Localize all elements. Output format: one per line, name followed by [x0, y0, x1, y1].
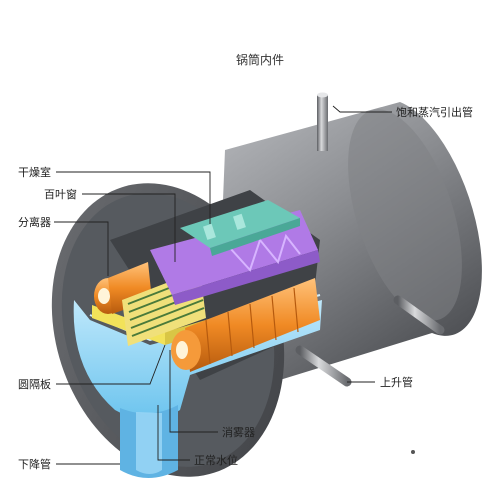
steam-outlet-pipe — [317, 92, 328, 151]
label-baffle-plate: 圆隔板 — [18, 377, 51, 391]
label-demister: 消雾器 — [222, 425, 255, 439]
label-riser: 上升管 — [380, 375, 413, 389]
label-louver-window: 百叶窗 — [44, 187, 77, 201]
label-saturated-steam-outlet: 饱和蒸汽引出管 — [396, 105, 473, 119]
leader-lines — [54, 105, 392, 465]
label-normal-water-level: 正常水位 — [194, 453, 238, 467]
diagram-title: 锅筒内件 — [236, 52, 284, 67]
dot-marker — [411, 450, 415, 454]
label-drying-chamber: 干燥室 — [18, 165, 51, 179]
riser-pipes — [295, 295, 445, 387]
label-separator: 分离器 — [18, 215, 51, 229]
label-downcomer: 下降管 — [18, 457, 51, 471]
downcomer-pipe — [120, 405, 178, 478]
separator-cylinders-right — [171, 278, 320, 372]
drying-chamber-plate — [180, 200, 300, 256]
